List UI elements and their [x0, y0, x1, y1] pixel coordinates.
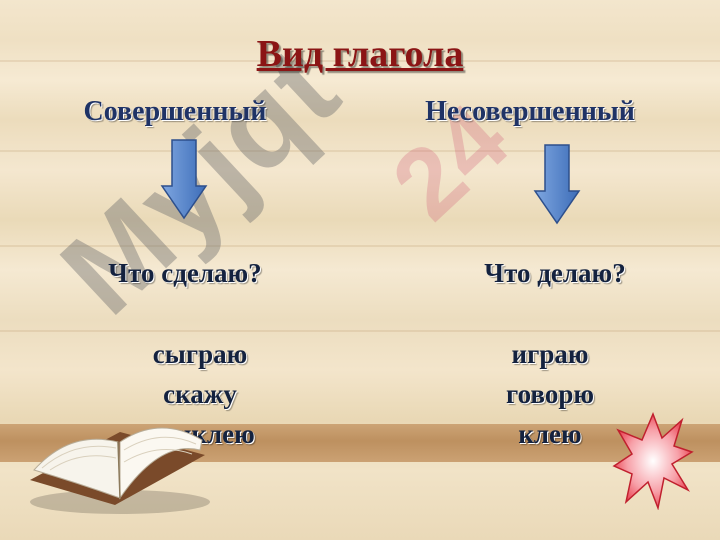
imperfective-word: говорю [506, 379, 594, 409]
starburst-icon [612, 412, 694, 510]
down-arrow-icon [160, 139, 208, 220]
wood-grain [0, 245, 720, 247]
slide-title: Вид глагола [256, 33, 464, 75]
imperfective-heading: Несовершенный [425, 96, 635, 127]
imperfective-word: играю [511, 339, 589, 369]
open-book-icon [30, 427, 210, 514]
perfective-question: Что сделаю? [108, 258, 262, 288]
perfective-word: скажу [163, 379, 237, 409]
down-arrow-icon [533, 144, 581, 225]
wood-grain [0, 150, 720, 152]
wood-grain [0, 60, 720, 62]
wood-grain [0, 330, 720, 332]
perfective-word: сыграю [152, 339, 248, 369]
imperfective-word: клею [518, 419, 582, 449]
perfective-heading: Совершенный [83, 96, 267, 127]
imperfective-question: Что делаю? [484, 258, 626, 288]
